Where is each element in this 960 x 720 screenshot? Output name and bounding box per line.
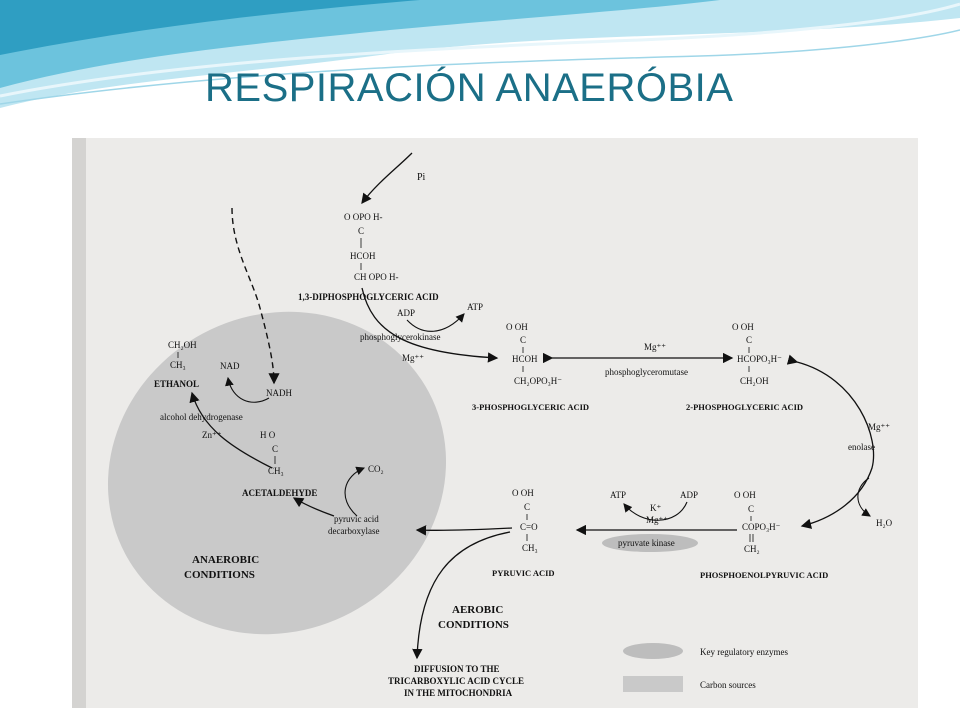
svg-text:O OH: O OH [732,322,754,332]
svg-text:CH₃: CH₃ [268,466,284,476]
k-label: K⁺ [650,503,661,513]
svg-text:CH₃: CH₃ [170,360,186,370]
adp-label-2: ADP [680,490,698,500]
zn-label: Zn⁺⁺ [202,430,222,440]
svg-text:CH₃: CH₃ [522,543,538,553]
acetaldehyde-structure: H O C CH₃ [260,430,284,476]
acetaldehyde-label: ACETALDEHYDE [242,488,317,498]
nadh-nad-arc [225,376,270,403]
mg-label-3: Mg⁺⁺ [868,422,890,432]
3pg-structure: O OH C HCOH CH₂OPO₃H⁻ [506,322,562,386]
pi-arrow [361,152,413,205]
pyruvate-decarboxylase-label-2: decarboxylase [328,526,379,536]
anaerobic-label-1: ANAEROBIC [192,554,259,566]
phosphoglycerokinase-label: phosphoglycerokinase [360,332,440,342]
h2o-label: H₂O [876,518,893,528]
slide-title: RESPIRACIÓN ANAERÓBIA [205,66,734,110]
wave-banner [0,0,960,108]
pyruvate-structure: O OH C C=O CH₃ [512,488,538,553]
legend-carbon-label: Carbon sources [700,680,756,690]
atp-label-2: ATP [610,490,626,500]
ethanol-structure: CH₂OH CH₃ [168,340,197,370]
alcohol-dehydrogenase-label: alcohol dehydrogenase [160,412,243,422]
pyruvate-to-decarboxylase-arrow [415,525,513,536]
pi-label: Pi [417,172,426,183]
atp-label-1: ATP [467,302,483,312]
pyruvate-kinase-label: pyruvate kinase [618,538,675,548]
diffusion-label-3: IN THE MITOCHONDRIA [404,688,513,698]
2pg-structure: O OH C HCOPO₃H⁻ CH₂OH [732,322,782,386]
legend-enzymes-label: Key regulatory enzymes [700,647,788,657]
h2o-arrow [857,477,871,517]
nadh-label: NADH [266,388,292,398]
nadh-dashed-arrow [231,207,280,385]
pyruvic-acid-label: PYRUVIC ACID [492,568,555,578]
svg-text:O OPO H-: O OPO H- [344,212,383,222]
enolase-arrow [786,354,875,529]
pyruvate-kinase-highlight [602,534,698,552]
svg-text:HCOPO₃H⁻: HCOPO₃H⁻ [737,354,782,364]
enolase-label: enolase [848,442,875,452]
co2-arc [344,466,366,517]
aerobic-label-1: AEROBIC [452,604,503,616]
svg-text:COPO₃H⁻: COPO₃H⁻ [742,522,781,532]
svg-text:CH₂: CH₂ [744,544,760,554]
svg-text:C: C [524,502,530,512]
adp-atp-arc-1 [406,313,465,332]
svg-text:O OH: O OH [734,490,756,500]
pyruvate-decarboxylase-label-1: pyruvic acid [334,514,379,524]
svg-text:C: C [746,335,752,345]
phosphoglyceromutase-label: phosphoglyceromutase [605,367,688,377]
adp-label-1: ADP [397,308,415,318]
mg-label-2: Mg⁺⁺ [644,342,666,352]
nad-label: NAD [220,361,240,371]
svg-text:C: C [272,444,278,454]
svg-text:CH₂OPO₃H⁻: CH₂OPO₃H⁻ [514,376,562,386]
svg-text:C: C [520,335,526,345]
pep-structure: O OH C COPO₃H⁻ CH₂ [734,490,781,554]
acetaldehyde-to-ethanol-arrow [189,391,273,469]
diffusion-label-1: DIFFUSION TO THE [414,664,500,674]
pep-label: PHOSPHOENOLPYRUVIC ACID [700,570,828,580]
svg-text:CH OPO H-: CH OPO H- [354,272,399,282]
3pg-label: 3-PHOSPHOGLYCERIC ACID [472,402,589,412]
dpg-label: 1,3-DIPHOSPHOGLYCERIC ACID [298,292,439,302]
legend-enzymes-swatch [623,643,683,659]
mg-label-1: Mg⁺⁺ [402,353,424,363]
svg-text:HCOH: HCOH [350,251,376,261]
diffusion-label-2: TRICARBOXYLIC ACID CYCLE [388,676,524,686]
svg-text:CH₂OH: CH₂OH [168,340,197,350]
pyruvate-to-aerobic-arrow [412,531,511,660]
svg-text:O OH: O OH [512,488,534,498]
svg-text:C: C [358,226,364,236]
co2-label: CO₂ [368,464,384,474]
svg-text:O OH: O OH [506,322,528,332]
dpg-structure: O OPO H- C HCOH CH OPO H- [344,212,399,282]
legend-carbon-swatch [623,676,683,692]
svg-text:C: C [748,504,754,514]
ethanol-label: ETHANOL [154,379,199,389]
glycolysis-pathway-figure: Pi O OPO H- C HCOH CH OPO H- 1,3-DIPHOSP… [72,138,918,708]
svg-text:CH₂OH: CH₂OH [740,376,769,386]
aerobic-label-2: CONDITIONS [438,619,509,631]
svg-text:HCOH: HCOH [512,354,538,364]
scan-shadow-left [72,138,86,708]
adp-atp-arc-2 [623,501,688,521]
svg-text:H O: H O [260,430,276,440]
2pg-label: 2-PHOSPHOGLYCERIC ACID [686,402,803,412]
anaerobic-label-2: CONDITIONS [184,569,255,581]
mg-label-4: Mg⁺⁺ [646,515,668,525]
dpg-to-3pg-arrow [361,287,499,363]
svg-text:C=O: C=O [520,522,538,532]
decarboxylase-to-acetaldehyde-arrow [292,497,335,517]
